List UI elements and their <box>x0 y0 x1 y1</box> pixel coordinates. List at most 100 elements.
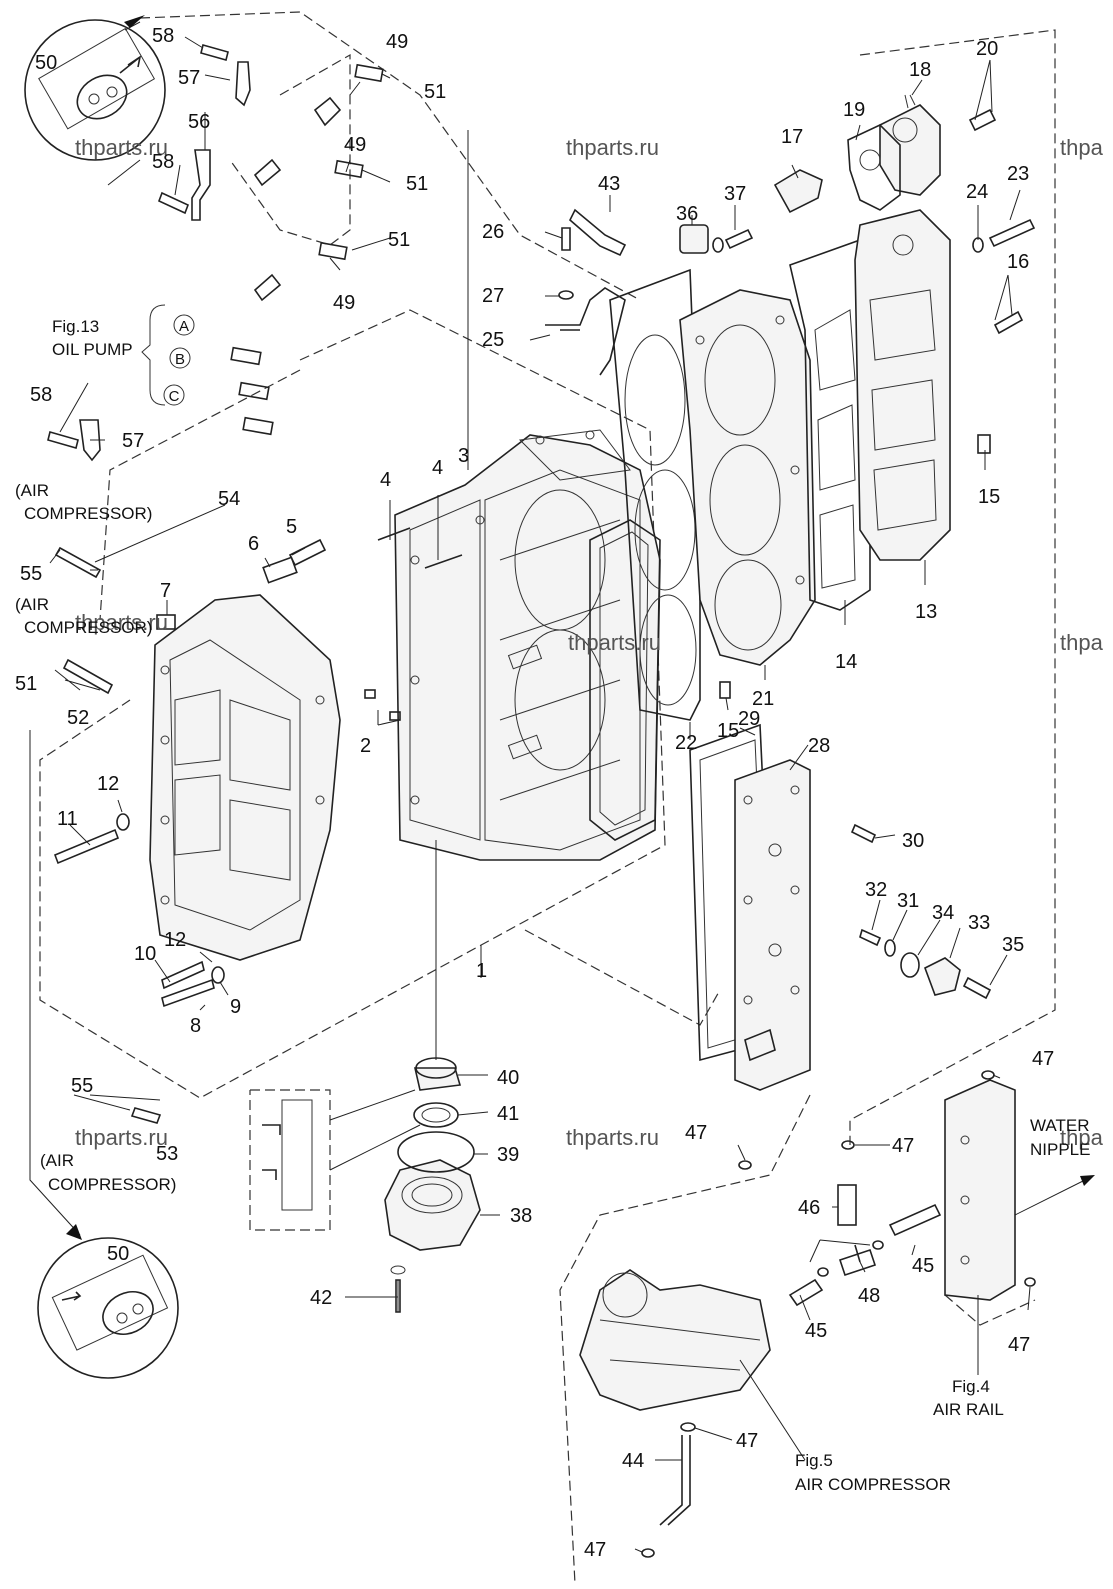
bolt-8 <box>161 978 215 1008</box>
thermostat-gasket <box>847 124 901 211</box>
o-rings-47 <box>641 1070 1036 1558</box>
callout-10: 10 <box>134 943 156 965</box>
head-gasket <box>609 268 701 721</box>
hose-45a <box>788 1278 824 1307</box>
bracket-25 <box>545 287 626 376</box>
boundary-right <box>849 29 1056 1145</box>
detail-circle-bottom <box>37 1237 179 1379</box>
callout-20: 20 <box>976 38 998 60</box>
boundary-air-rail <box>944 1294 1036 1326</box>
callout-51d: 51 <box>15 673 37 695</box>
pipe-53 <box>130 1107 162 1124</box>
callout-46: 46 <box>798 1197 820 1219</box>
watermark-9: thpa <box>1060 1125 1104 1150</box>
caption-fig13-1: Fig.13 <box>52 317 99 336</box>
callout-58a: 58 <box>152 25 174 47</box>
oil-pipes-4 <box>377 527 463 569</box>
caption-fig4-1: Fig.4 <box>952 1377 990 1396</box>
anode-33 <box>924 957 961 996</box>
callout-52: 52 <box>67 707 89 729</box>
callout-numbers: 1 2 3 4 4 5 6 7 8 9 10 11 12 12 13 14 15… <box>15 25 1054 1561</box>
caption-fig5-2: AIR COMPRESSOR <box>795 1475 951 1494</box>
callout-1: 1 <box>476 960 487 982</box>
callout-21: 21 <box>752 688 774 710</box>
callout-51a: 51 <box>424 81 446 103</box>
callout-2: 2 <box>360 735 371 757</box>
callout-35: 35 <box>1002 934 1024 956</box>
callout-54: 54 <box>218 488 240 510</box>
detail-box-crank <box>262 1099 313 1211</box>
callout-12b: 12 <box>164 929 186 951</box>
callout-49a: 49 <box>386 31 408 53</box>
pin-15a <box>977 434 991 454</box>
bolt-16 <box>993 310 1024 335</box>
callout-47b: 47 <box>892 1135 914 1157</box>
pipe-54 <box>54 546 102 579</box>
caption-fig13-2: OIL PUMP <box>52 340 133 359</box>
clip-57a <box>235 61 251 107</box>
watermarks: thparts.ru thparts.ru thpa thparts.ru th… <box>75 135 1104 1150</box>
callout-49b: 49 <box>344 134 366 156</box>
detail-leader-top <box>124 21 141 31</box>
callout-56: 56 <box>188 111 210 133</box>
callout-57a: 57 <box>178 67 200 89</box>
detail-leader-bottom <box>29 730 81 1236</box>
bolt-11 <box>53 828 120 865</box>
caption-aircomp-3a: (AIR <box>40 1151 74 1170</box>
bolt-58b <box>157 191 190 215</box>
callout-45a: 45 <box>805 1320 827 1342</box>
air-rail <box>944 1079 1016 1301</box>
bolt-58a <box>200 44 229 61</box>
pipe-49a <box>354 63 384 83</box>
oil-seal-40 <box>413 1057 462 1091</box>
leader-water-nipple <box>1014 1179 1086 1216</box>
callout-11: 11 <box>57 808 78 830</box>
letter-a: A <box>179 318 189 335</box>
bolts-42 <box>390 1265 406 1313</box>
callout-43: 43 <box>598 173 620 195</box>
sleeve-6 <box>262 556 298 584</box>
watermark-7: thparts.ru <box>75 1125 168 1150</box>
letter-c: C <box>169 388 180 405</box>
callout-53: 53 <box>156 1143 178 1165</box>
callout-58b: 58 <box>152 151 174 173</box>
grommet-34 <box>900 952 920 978</box>
joint-48 <box>838 1244 877 1277</box>
bolt-5 <box>288 538 327 567</box>
callout-6: 6 <box>248 533 259 555</box>
callout-50b: 50 <box>107 1243 129 1265</box>
callout-4b: 4 <box>432 457 443 479</box>
callout-30: 30 <box>902 830 924 852</box>
letter-b: B <box>175 351 185 368</box>
boundary-detail-box <box>249 1089 331 1231</box>
boundary-cylinder-block <box>39 309 666 1099</box>
watermark-4: thparts.ru <box>75 610 168 635</box>
thermostat-cover <box>879 94 941 196</box>
callout-38: 38 <box>510 1205 532 1227</box>
bolt-26 <box>561 227 571 251</box>
pipe-49c <box>318 241 348 261</box>
callout-23: 23 <box>1007 163 1029 185</box>
washer-12 <box>116 813 130 831</box>
boundary-compressor <box>559 1094 811 1585</box>
callout-47c: 47 <box>685 1122 707 1144</box>
arrow-water-nipple <box>1080 1175 1095 1186</box>
callout-51c: 51 <box>388 229 410 251</box>
leader-detail-arrow-2 <box>329 1124 421 1171</box>
plug-43 <box>569 208 627 257</box>
nut-7 <box>156 614 176 630</box>
bolt-35 <box>962 976 992 1000</box>
callout-39: 39 <box>497 1144 519 1166</box>
callout-32: 32 <box>865 879 887 901</box>
callout-22: 22 <box>675 732 697 754</box>
callout-44: 44 <box>622 1450 644 1472</box>
caption-aircomp-1b: COMPRESSOR) <box>24 504 152 523</box>
callout-42: 42 <box>310 1287 332 1309</box>
callout-9: 9 <box>230 996 241 1018</box>
pipe-49b <box>334 159 364 179</box>
callout-27: 27 <box>482 285 504 307</box>
callout-15b: 15 <box>717 720 739 742</box>
pin-15b <box>719 681 731 699</box>
elbow-fitting-low <box>253 273 282 302</box>
